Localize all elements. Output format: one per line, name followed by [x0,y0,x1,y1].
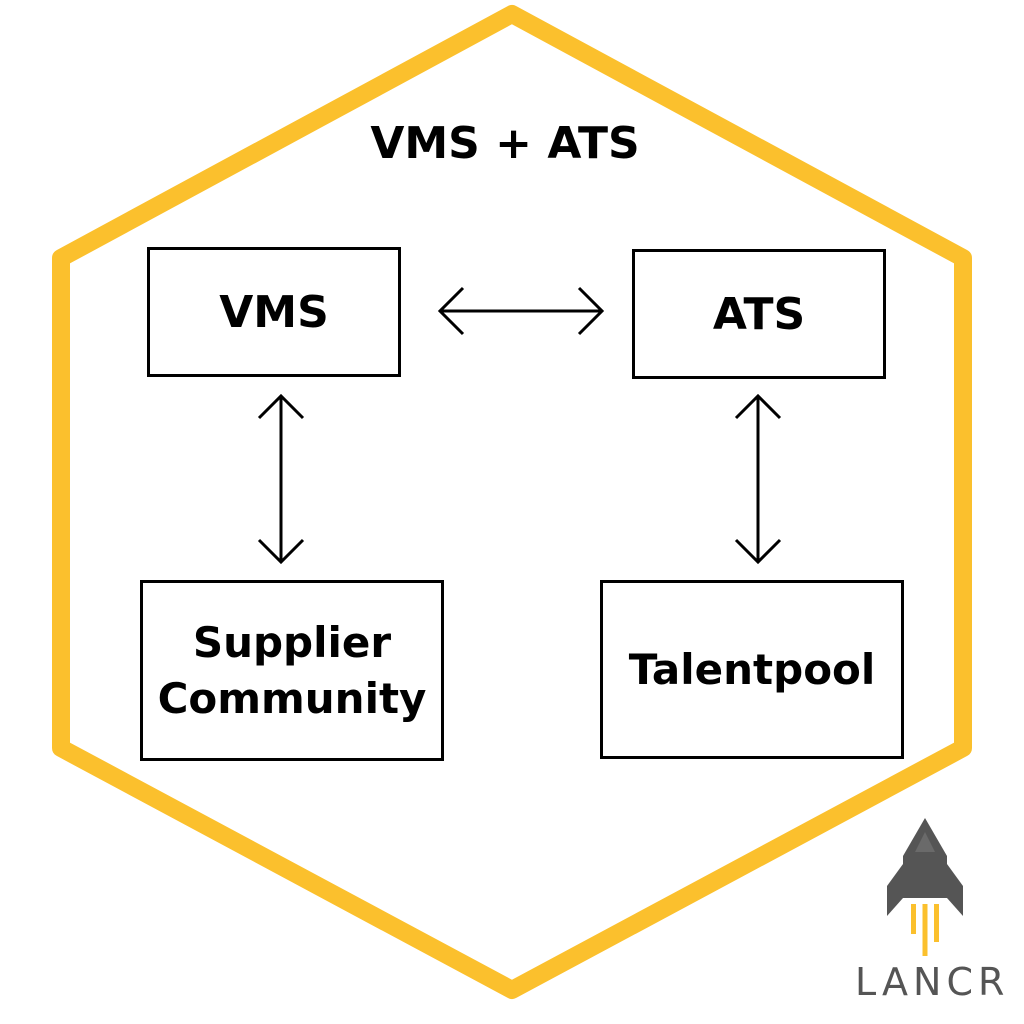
talentpool-box: Talentpool [600,580,904,759]
vms-box: VMS [147,247,401,377]
arrow-vms-ats [437,286,605,336]
ats-box: ATS [632,249,886,379]
talentpool-label: Talentpool [628,645,876,694]
arrow-vms-supplier [257,393,305,565]
supplier-label-line1: Supplier [192,617,392,667]
supplier-community-box: Supplier Community [140,580,444,761]
arrow-ats-talentpool [734,393,782,565]
ats-label: ATS [712,288,806,340]
vms-label: VMS [219,286,329,338]
supplier-label-line2: Community [157,673,427,723]
logo-text: LANCR [855,960,1010,1004]
diagram-title: VMS + ATS [370,118,640,169]
rocket-icon [887,818,963,956]
lancr-logo: LANCR [855,818,1010,1008]
